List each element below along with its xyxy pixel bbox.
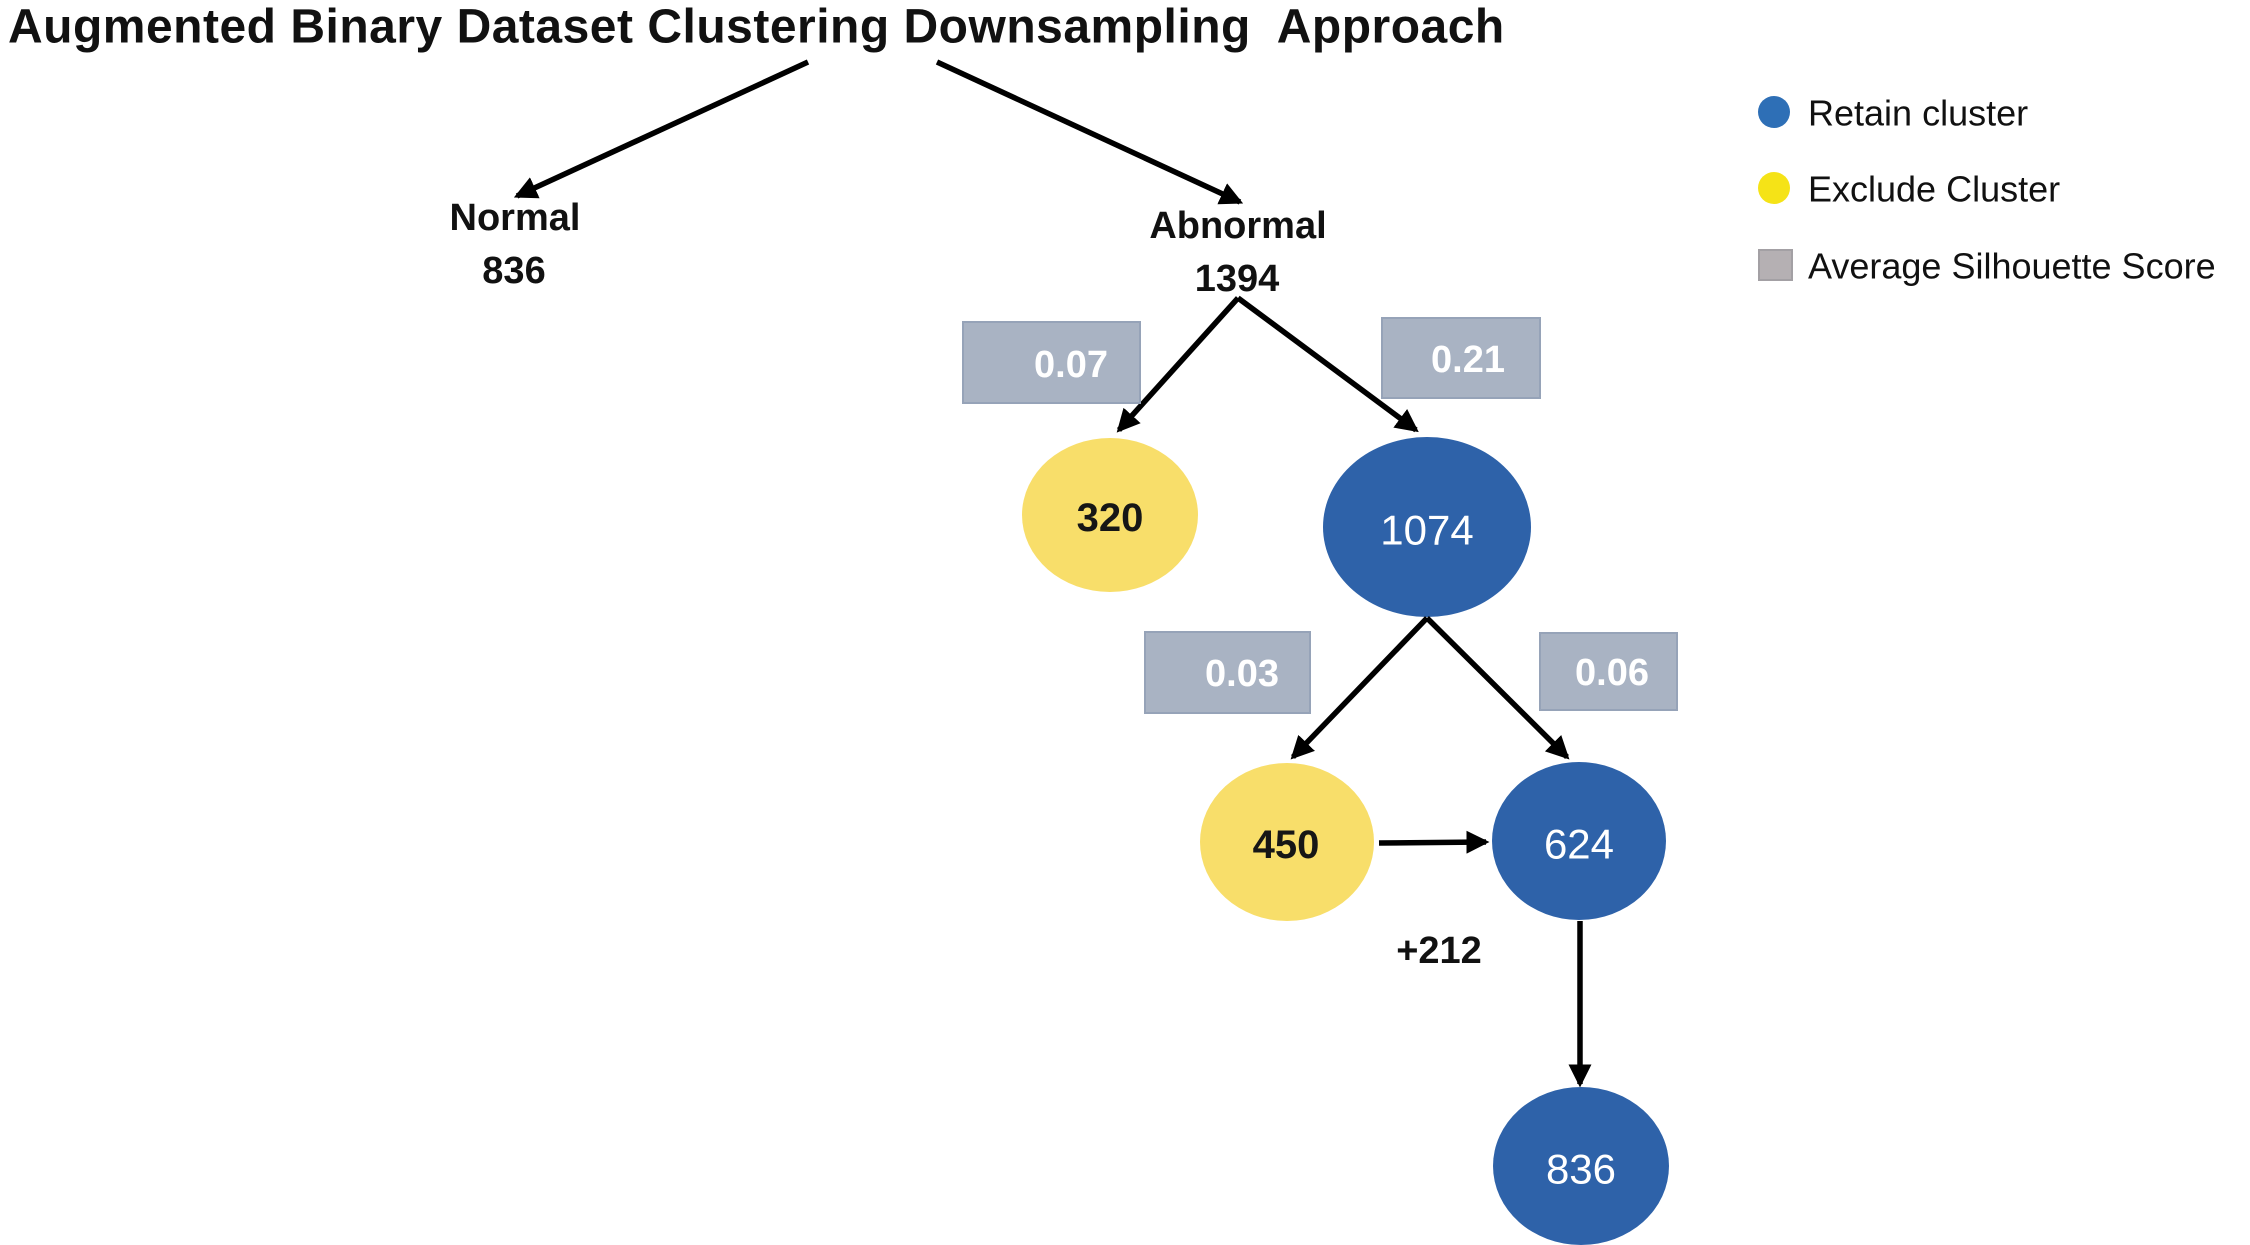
node-450-value: 450 bbox=[1253, 823, 1320, 867]
node-excluded-450: 450 bbox=[1200, 763, 1374, 921]
score-box-003: 0.03 bbox=[1144, 631, 1311, 714]
score-box-006: 0.06 bbox=[1539, 632, 1678, 711]
branch-normal: Normal 836 bbox=[450, 197, 581, 292]
node-624-value: 624 bbox=[1544, 821, 1614, 868]
legend-retain-label: Retain cluster bbox=[1808, 93, 2028, 134]
node-1074-circle bbox=[1323, 437, 1531, 617]
node-excluded-320: 320 bbox=[1022, 438, 1198, 592]
score-021-value: 0.21 bbox=[1431, 339, 1505, 381]
branch-abnormal: Abnormal 1394 bbox=[1149, 205, 1326, 300]
score-box-021-rect bbox=[1381, 317, 1541, 399]
arrow-abnormal-to-320 bbox=[1116, 296, 1241, 433]
score-007-value: 0.07 bbox=[1034, 344, 1108, 386]
node-320-value: 320 bbox=[1077, 496, 1144, 540]
arrow-root-to-abnormal bbox=[935, 59, 1244, 205]
diagram-title: Augmented Binary Dataset Clustering Down… bbox=[8, 1, 1505, 54]
merge-arrows: +212 bbox=[1378, 830, 1592, 1088]
score-box-003-rect bbox=[1144, 631, 1311, 714]
legend-exclude-label: Exclude Cluster bbox=[1808, 169, 2060, 210]
node-450-circle bbox=[1200, 763, 1374, 921]
abnormal-count: 1394 bbox=[1195, 258, 1280, 300]
arrow-450-to-624 bbox=[1378, 830, 1490, 854]
score-box-007-rect bbox=[962, 321, 1141, 404]
node-624-circle bbox=[1492, 762, 1666, 920]
legend-silhouette-label: Average Silhouette Score bbox=[1808, 246, 2216, 287]
legend: Retain cluster Exclude Cluster Average S… bbox=[1758, 93, 2216, 287]
level1-arrows bbox=[513, 59, 1244, 205]
arrow-abnormal-to-1074 bbox=[1236, 295, 1419, 433]
score-box-007: 0.07 bbox=[962, 321, 1141, 404]
node-836-circle bbox=[1493, 1087, 1669, 1245]
node-836-value: 836 bbox=[1546, 1146, 1616, 1193]
node-retained-624: 624 bbox=[1492, 762, 1666, 920]
merge-count-label: +212 bbox=[1396, 930, 1482, 972]
arrow-1074-to-450 bbox=[1290, 616, 1429, 760]
node-1074-value: 1074 bbox=[1380, 507, 1473, 554]
arrow-1074-to-624 bbox=[1425, 616, 1570, 760]
level2-arrows bbox=[1116, 295, 1419, 433]
score-box-021: 0.21 bbox=[1381, 317, 1541, 399]
score-006-value: 0.06 bbox=[1575, 652, 1649, 694]
normal-count: 836 bbox=[482, 250, 545, 292]
legend-exclude-swatch-icon bbox=[1758, 172, 1790, 204]
node-retained-1074: 1074 bbox=[1323, 437, 1531, 617]
abnormal-label: Abnormal bbox=[1149, 205, 1326, 247]
score-box-006-rect bbox=[1539, 632, 1678, 711]
level3-arrows bbox=[1290, 616, 1570, 760]
normal-label: Normal bbox=[450, 197, 581, 239]
node-320-circle bbox=[1022, 438, 1198, 592]
node-retained-836: 836 bbox=[1493, 1087, 1669, 1245]
legend-silhouette-swatch-icon bbox=[1758, 249, 1793, 281]
arrow-root-to-normal bbox=[513, 59, 810, 199]
legend-retain-swatch-icon bbox=[1758, 96, 1790, 128]
score-003-value: 0.03 bbox=[1205, 653, 1279, 695]
